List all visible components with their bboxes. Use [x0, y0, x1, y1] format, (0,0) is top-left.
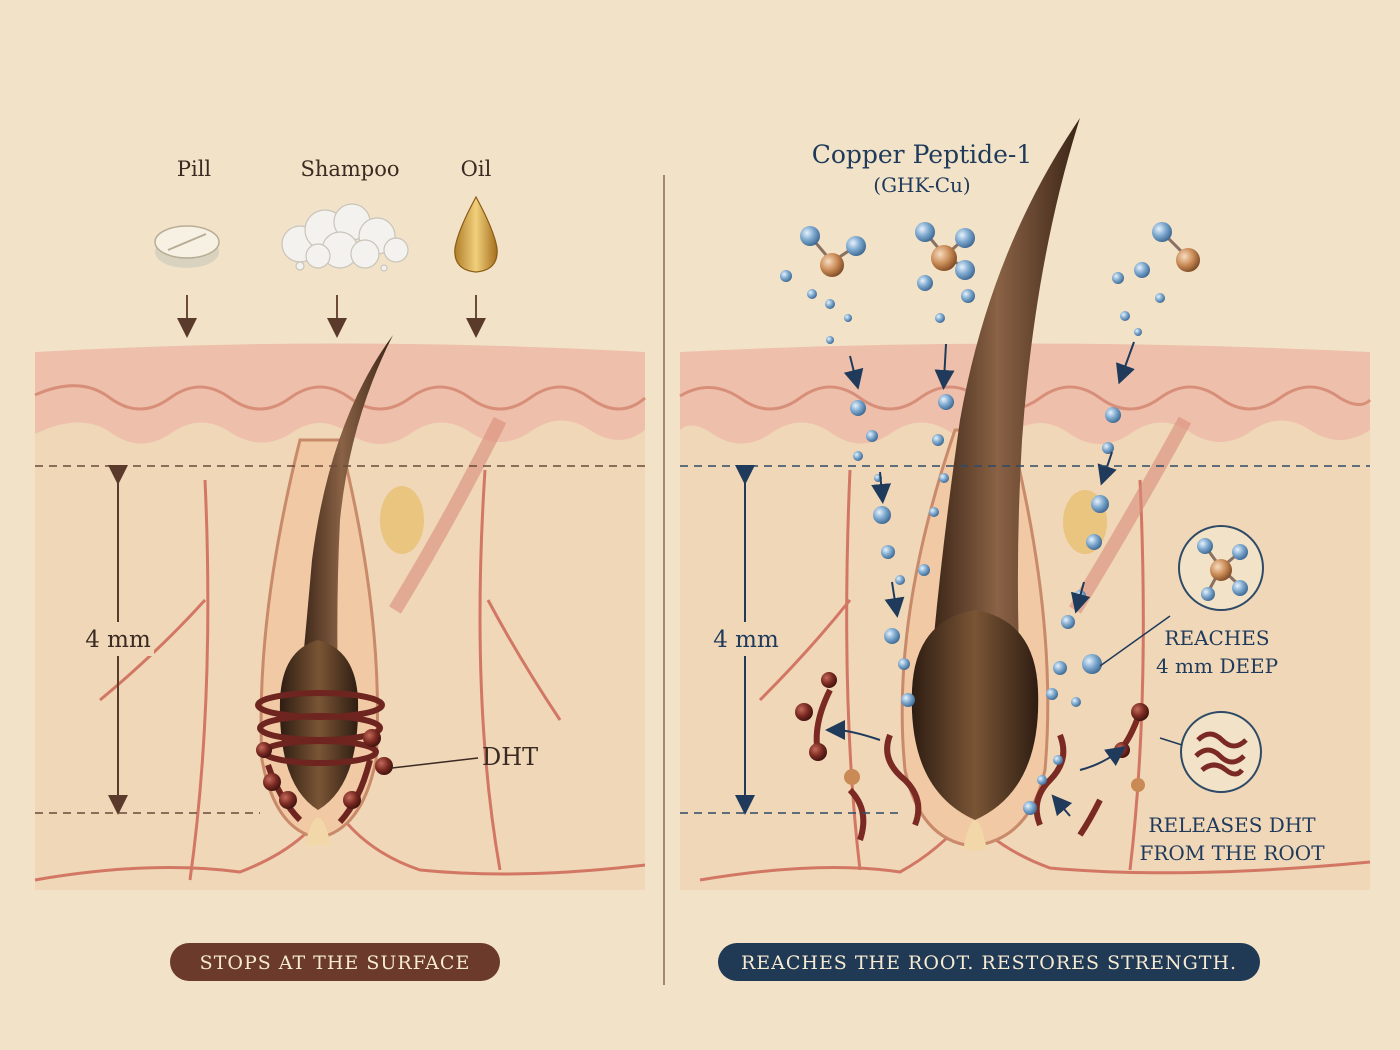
right-depth-label: 4 mm [713, 627, 779, 653]
shampoo-foam-icon [281, 203, 409, 272]
left-dermal-papilla [305, 817, 331, 845]
left-panel: 4 mm DHT Pill Shampoo Oil [34, 157, 646, 981]
reaches-label-line2: 4 mm DEEP [1156, 654, 1278, 678]
peptide-molecule-icon [800, 226, 866, 277]
left-epidermis [35, 343, 645, 444]
left-dht-molecule [363, 729, 381, 747]
right-hair-shaft [930, 118, 1080, 680]
right-banner-text: REACHES THE ROOT. RESTORES STRENGTH. [741, 952, 1237, 974]
right-dermal-papilla [963, 820, 987, 850]
released-dht-molecule [1114, 742, 1130, 758]
left-sebaceous-gland [380, 486, 424, 554]
reaches-label-line1: REACHES [1164, 626, 1269, 650]
right-epidermis-ridge [679, 385, 1372, 411]
left-dht-molecule [263, 773, 281, 791]
peptide-title: Copper Peptide-1 [812, 140, 1033, 169]
left-banner-text: STOPS AT THE SURFACE [200, 952, 471, 974]
left-hair-bulb [279, 640, 359, 810]
released-dht-molecule [795, 703, 813, 721]
shampoo-label: Shampoo [300, 157, 399, 181]
left-dht-molecule [256, 742, 272, 758]
released-dht-molecule [1131, 778, 1145, 792]
left-depth-label: 4 mm [85, 627, 151, 653]
reaches-callout-line [1099, 615, 1171, 667]
left-epidermis-ridge [34, 384, 646, 411]
peptide-molecule-icon [1197, 538, 1248, 601]
right-capillaries [699, 469, 1371, 882]
releases-label-line1: RELEASES DHT [1148, 813, 1316, 837]
pill-icon [154, 225, 220, 268]
released-dht-molecule [809, 743, 827, 761]
left-dht-molecule [279, 791, 297, 809]
left-dht-molecule [375, 757, 393, 775]
tangled-dht-icon [1194, 731, 1248, 777]
dht-label: DHT [482, 743, 538, 771]
peptide-molecule-icon [1112, 222, 1200, 284]
released-dht-molecule [1131, 703, 1149, 721]
left-capillaries [34, 469, 646, 882]
right-arrector-muscle [1069, 416, 1192, 614]
pill-label: Pill [177, 157, 212, 181]
left-hair-shaft [300, 335, 393, 690]
releases-callout-line [1159, 737, 1183, 746]
left-depth-label-bg [82, 622, 154, 656]
left-dht-molecule [343, 791, 361, 809]
right-panel: Copper Peptide-1 (GHK-Cu) 4 mm REACHES 4… [679, 118, 1372, 981]
right-banner [718, 943, 1260, 981]
peptide-subtitle: (GHK-Cu) [873, 173, 970, 197]
oil-label: Oil [461, 157, 492, 181]
left-arrector-muscle [389, 416, 507, 614]
releases-label-line2: FROM THE ROOT [1139, 841, 1325, 865]
release-arrow [1079, 746, 1127, 771]
right-depth-label-bg [708, 622, 784, 656]
peptide-molecule-icon [915, 222, 975, 291]
released-dht-molecule [821, 672, 837, 688]
right-hair-bulb [911, 610, 1039, 820]
release-arrow [825, 720, 881, 741]
oil-drop-icon [454, 195, 498, 273]
released-dht-molecule [844, 769, 860, 785]
left-banner [170, 943, 500, 981]
peptide-path-arrows [843, 341, 1135, 817]
releases-callout-circle [1180, 711, 1262, 793]
dht-callout-line [391, 757, 479, 769]
